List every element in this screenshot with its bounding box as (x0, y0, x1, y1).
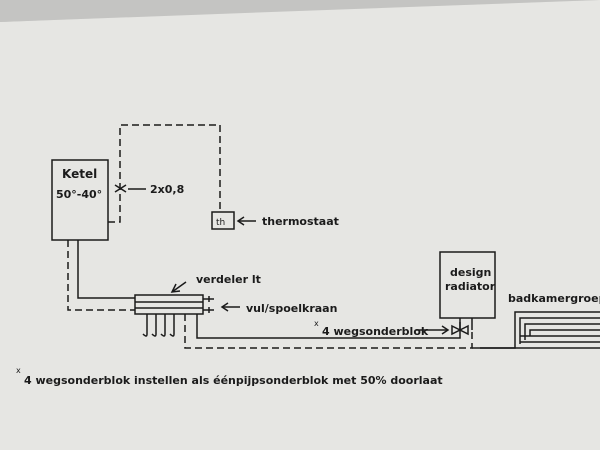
thermostaat-label: thermostaat (262, 215, 339, 228)
valve-right (458, 324, 469, 336)
paper-edge (0, 0, 600, 22)
return-pipe (67, 240, 135, 311)
badkamer-loop-3 (529, 329, 600, 336)
floor-loop-2 (151, 314, 157, 337)
wire-spec: 2x0,8 (150, 183, 184, 196)
vulkraan-arrowhead (220, 302, 229, 312)
thermostat-box-label: th (216, 218, 225, 228)
floor-loop-4 (169, 314, 175, 337)
wire-tick-2 (114, 184, 127, 193)
thermostat-box (211, 211, 235, 230)
footnote-text: 4 wegsonderblok instellen als éénpijpson… (24, 374, 443, 387)
verdeler-arrow (171, 281, 187, 293)
verdeler-label: verdeler lt (196, 273, 261, 286)
wegsonderblok-mark: x (314, 319, 319, 328)
ketel-temperature: 50°-40° (56, 188, 102, 201)
design-radiator-box (439, 251, 496, 319)
radiator-label: radiator (445, 280, 496, 293)
wegsonderblok-label: 4 wegsonderblok (322, 325, 429, 338)
valve-left (451, 324, 462, 336)
badkamergroep-label: badkamergroep (508, 292, 600, 305)
verdeler-arrowhead (170, 283, 181, 293)
thermostat-wire (108, 124, 221, 223)
footnote-mark: x (16, 366, 21, 375)
wegsonderblok-arrowhead (441, 325, 450, 335)
supply-pipe (77, 240, 135, 299)
vulkraan-label: vul/spoelkraan (246, 302, 337, 315)
floor-loop-1 (142, 314, 148, 337)
floor-loop-3 (160, 314, 166, 337)
design-label: design (450, 266, 491, 279)
ketel-box (51, 159, 109, 241)
ketel-title: Ketel (62, 167, 97, 181)
radiator-return-pipe (184, 314, 473, 349)
thermostat-arrowhead (236, 216, 245, 226)
verdeler-manifold (134, 294, 204, 315)
badkamer-loop-2 (524, 323, 600, 340)
